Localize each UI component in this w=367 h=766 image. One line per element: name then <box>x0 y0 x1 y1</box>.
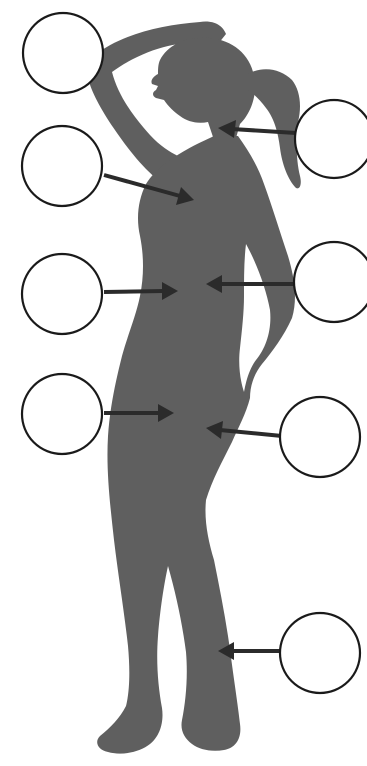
arrow-chest-line <box>103 173 181 198</box>
arrow-calf-head <box>218 642 234 660</box>
label-circle-waist[interactable] <box>292 240 367 324</box>
arrow-belly-head <box>162 282 178 300</box>
ponytail <box>248 69 301 189</box>
arrow-hip-line <box>219 428 283 438</box>
arrow-belly-line <box>103 289 165 294</box>
label-circle-calf[interactable] <box>278 611 362 695</box>
label-circle-head[interactable] <box>21 11 105 95</box>
label-circles <box>20 11 367 695</box>
arrow-neck-head <box>218 120 236 138</box>
arrow-pelvis-head <box>158 404 174 422</box>
arrow-waist-head <box>206 275 222 293</box>
label-circle-neck[interactable] <box>293 98 367 180</box>
arrow-hip-head <box>206 421 223 439</box>
arrow-chest-head <box>176 187 194 205</box>
body <box>97 136 295 754</box>
label-circle-pelvis[interactable] <box>20 372 104 456</box>
label-circle-chest[interactable] <box>20 124 104 208</box>
arm-gap <box>239 244 271 392</box>
raised-arm <box>87 21 226 190</box>
arrow-neck-line <box>231 127 297 135</box>
pointer-arrows <box>103 120 297 660</box>
head <box>151 37 256 140</box>
label-circle-belly[interactable] <box>20 252 104 336</box>
label-circle-hip[interactable] <box>278 395 362 479</box>
